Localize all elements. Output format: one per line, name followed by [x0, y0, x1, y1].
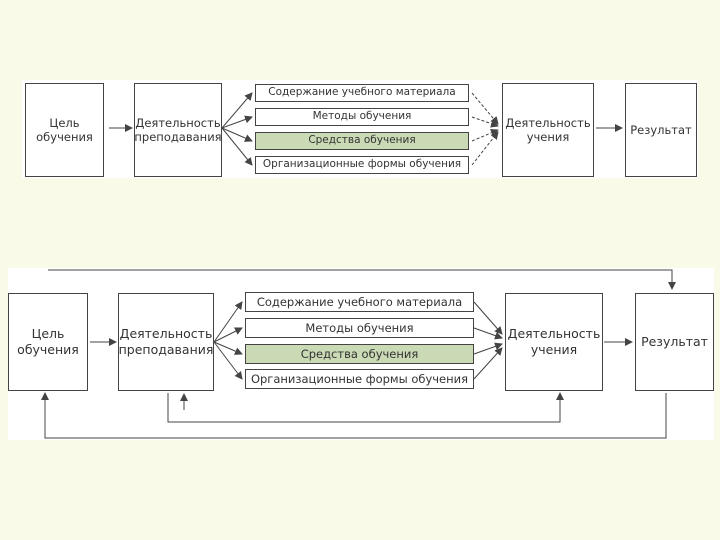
- arrow-means-to-learning: [471, 129, 499, 142]
- means-box: Средства обучения: [255, 132, 469, 150]
- forms-label: Организационные формы обучения: [250, 371, 469, 386]
- forms-box: Организационные формы обучения: [245, 369, 474, 389]
- goal-box: Цель обучения: [25, 83, 104, 177]
- arrow-teaching-to-means: [221, 127, 253, 142]
- content-label: Содержание учебного материала: [268, 86, 456, 99]
- arrow-methods-to-learning: [471, 116, 499, 128]
- goal-label: Цель обучения: [36, 115, 93, 144]
- diagram-top-connectors: [109, 92, 623, 166]
- result-label: Результат: [630, 122, 692, 137]
- methods-label: Методы обучения: [312, 110, 412, 123]
- teaching-box: Деятельность преподавания: [118, 293, 214, 391]
- teaching-label: Деятельность преподавания: [134, 115, 222, 144]
- arrow-teaching-to-methods: [221, 115, 253, 129]
- teaching-label: Деятельность преподавания: [118, 326, 214, 357]
- goal-label: Цель обучения: [17, 326, 79, 357]
- arrow-forms-to-learning: [471, 131, 499, 166]
- content-box: Содержание учебного материала: [255, 84, 469, 102]
- learning-label: Деятельность учения: [505, 115, 591, 144]
- result-box: Результат: [625, 83, 697, 177]
- feedback-bottom-loop: [41, 392, 667, 439]
- content-label: Содержание учебного материала: [256, 294, 463, 309]
- means-label: Средства обучения: [308, 134, 416, 147]
- arrow-content-to-learning: [471, 92, 499, 125]
- arrow-methods-to-learning: [473, 327, 503, 340]
- learning-box: Деятельность учения: [505, 293, 603, 391]
- learning-label: Деятельность учения: [507, 326, 601, 357]
- methods-box: Методы обучения: [245, 318, 474, 338]
- arrow-teaching-to-methods: [213, 327, 243, 343]
- arrow-teaching-to-content: [221, 92, 253, 129]
- methods-label: Методы обучения: [305, 320, 414, 335]
- result-box: Результат: [635, 293, 714, 391]
- means-box: Средства обучения: [245, 344, 474, 364]
- goal-box: Цель обучения: [8, 293, 88, 391]
- feedback-top-loop: [48, 269, 676, 290]
- result-label: Результат: [641, 334, 708, 350]
- arrow-teaching-to-content: [213, 301, 243, 343]
- content-box: Содержание учебного материала: [245, 292, 474, 312]
- arrow-teaching-to-forms: [221, 127, 253, 166]
- diagram-bottom-connectors: [41, 269, 676, 439]
- forms-label: Организационные формы обучения: [262, 158, 462, 171]
- means-label: Средства обучения: [300, 346, 419, 361]
- learning-box: Деятельность учения: [502, 83, 594, 177]
- arrow-means-to-learning: [473, 342, 503, 355]
- arrow-teaching-to-forms: [213, 341, 243, 380]
- diagram-top: Цель обучения Деятельность преподавания …: [22, 80, 698, 178]
- feedback-inner-loop: [167, 392, 564, 423]
- arrow-forms-to-learning: [473, 347, 503, 380]
- arrow-teaching-to-means: [213, 341, 243, 355]
- forms-box: Организационные формы обучения: [255, 156, 469, 174]
- arrow-content-to-learning: [473, 301, 503, 335]
- teaching-box: Деятельность преподавания: [134, 83, 222, 177]
- diagram-bottom: Цель обучения Деятельность преподавания …: [8, 268, 714, 440]
- methods-box: Методы обучения: [255, 108, 469, 126]
